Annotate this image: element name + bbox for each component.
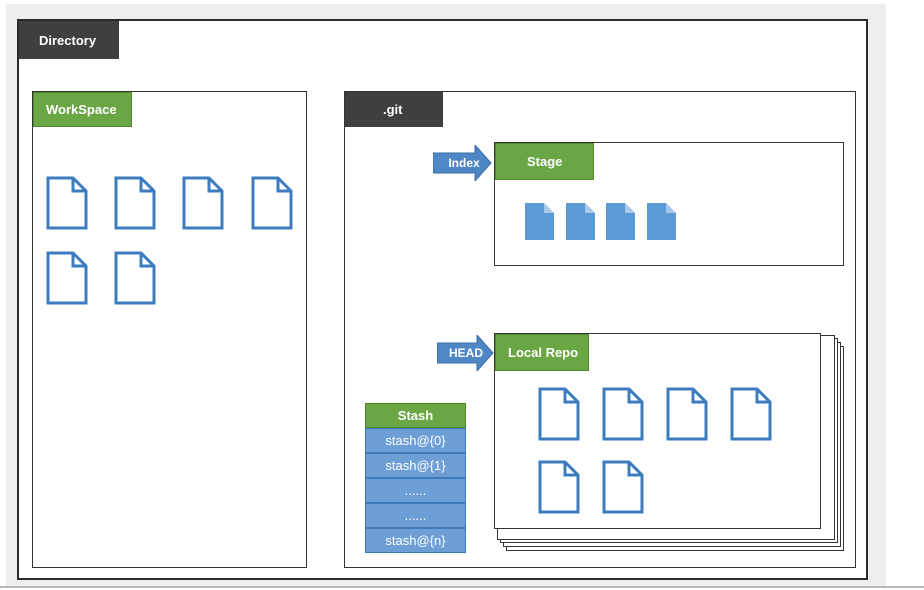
directory-label: Directory [19, 21, 119, 59]
head-pointer-label: HEAD [448, 346, 483, 360]
workspace-label: WorkSpace [33, 92, 132, 127]
head-arrow-icon [437, 335, 494, 371]
stash-entry: ...... [365, 503, 466, 528]
committed-file-icon [666, 387, 708, 441]
stash-header: Stash [365, 403, 466, 428]
workspace-panel [32, 91, 307, 568]
stash-entry: stash@{n} [365, 528, 466, 553]
workspace-file-icon [114, 251, 156, 305]
staged-file-icon [647, 203, 676, 240]
staged-file-icon [525, 203, 554, 240]
staged-file-icon [606, 203, 635, 240]
stash-entry: stash@{1} [365, 453, 466, 478]
stage-label: Stage [495, 143, 594, 180]
workspace-file-icon [251, 176, 293, 230]
local-repo-label: Local Repo [495, 334, 589, 371]
bottom-divider [0, 586, 924, 588]
stash-entry: ...... [365, 478, 466, 503]
stash-entry: stash@{0} [365, 428, 466, 453]
committed-file-icon [730, 387, 772, 441]
committed-file-icon [538, 460, 580, 514]
workspace-file-icon [114, 176, 156, 230]
committed-file-icon [602, 460, 644, 514]
committed-file-icon [538, 387, 580, 441]
index-pointer-label: Index [448, 156, 480, 170]
staged-file-icon [566, 203, 595, 240]
index-arrow-icon [433, 145, 492, 181]
git-label: .git [345, 92, 443, 127]
workspace-file-icon [46, 176, 88, 230]
committed-file-icon [602, 387, 644, 441]
workspace-file-icon [46, 251, 88, 305]
workspace-file-icon [182, 176, 224, 230]
